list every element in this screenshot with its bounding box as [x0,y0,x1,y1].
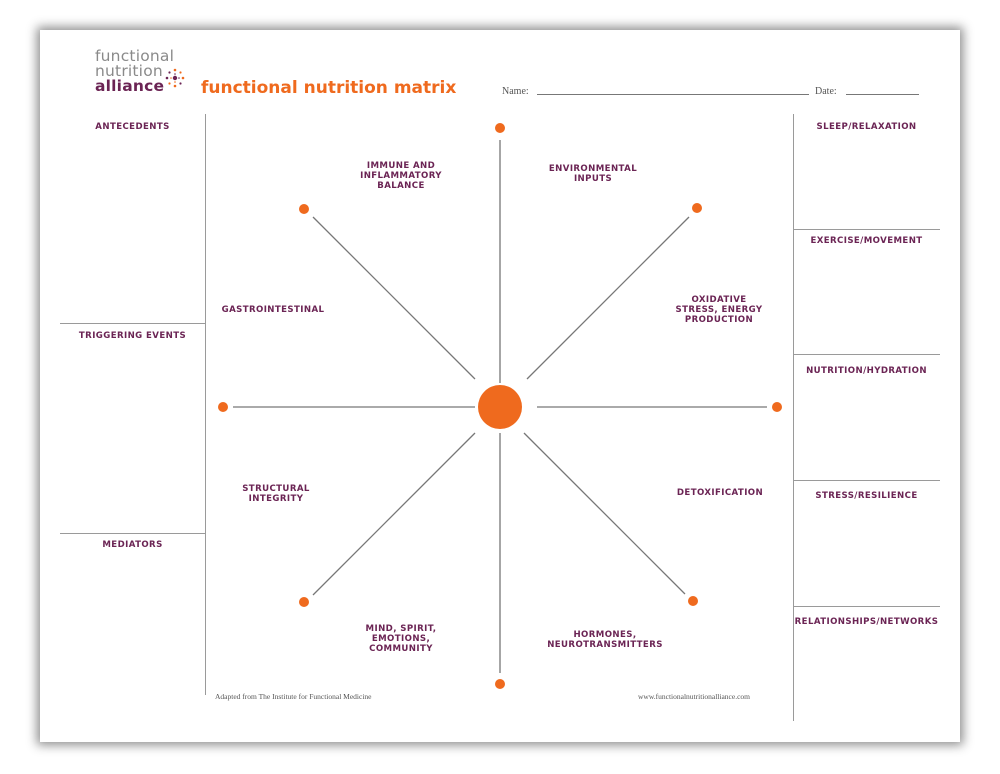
node-detoxification [772,402,782,412]
detoxification-label: DETOXIFICATION [676,488,764,498]
name-field[interactable] [537,94,809,95]
date-label: Date: [815,86,837,97]
name-label: Name: [502,86,529,97]
exercise-movement-label: EXERCISE/MOVEMENT [810,236,923,246]
logo-text-line3: alliance [95,77,165,95]
node-immune [299,204,309,214]
spoke-oxidative [526,216,690,380]
immune-inflammatory-label: IMMUNE AND INFLAMMATORY BALANCE [360,161,442,191]
brand-logo: functional nutrition alliance [95,47,190,99]
spoke-structural [312,432,476,596]
left-column-divider [205,114,206,695]
oxidative-stress-label: OXIDATIVE STRESS, ENERGY PRODUCTION [675,295,763,325]
mind-spirit-label: MIND, SPIRIT, EMOTIONS, COMMUNITY [365,624,437,654]
logo-sparkle-icon [165,68,185,88]
right-divider-3 [793,480,940,481]
website-link[interactable]: www.functionalnutritionalliance.com [638,692,750,701]
spoke-immune [312,216,476,380]
hormones-neurotransmitters-label: HORMONES, NEUROTRANSMITTERS [547,630,663,650]
logo-text-line2: nutrition [95,62,163,80]
date-field[interactable] [846,94,919,95]
environmental-inputs-label: ENVIRONMENTAL INPUTS [548,164,638,184]
right-divider-2 [793,354,940,355]
stress-resilience-label: STRESS/RESILIENCE [815,491,918,501]
spoke-mind [523,432,686,595]
nutrition-hydration-label: NUTRITION/HYDRATION [806,366,927,376]
structural-integrity-label: STRUCTURAL INTEGRITY [242,484,310,504]
matrix-worksheet: functional nutrition alliance functional… [40,30,960,742]
node-environmental [495,123,505,133]
node-oxidative [692,203,702,213]
node-hormones [495,679,505,689]
matrix-wheel [218,123,782,689]
left-divider-1 [60,323,205,324]
mediators-label: MEDIATORS [102,540,163,550]
right-divider-1 [793,229,940,230]
triggering-events-label: TRIGGERING EVENTS [78,331,187,341]
attribution-text: Adapted from The Institute for Functiona… [215,692,372,701]
left-divider-2 [60,533,205,534]
node-structural [299,597,309,607]
logo-text-line1: functional [95,47,175,65]
matrix-center-node [478,385,522,429]
gastrointestinal-label: GASTROINTESTINAL [221,305,325,315]
sleep-relaxation-label: SLEEP/RELAXATION [816,122,917,132]
right-divider-4 [793,606,940,607]
page-title: functional nutrition matrix [201,78,457,98]
node-gastrointestinal [218,402,228,412]
right-column-divider [793,114,794,721]
antecedents-label: ANTECEDENTS [95,122,170,132]
relationships-networks-label: RELATIONSHIPS/NETWORKS [794,617,939,627]
node-mind [688,596,698,606]
